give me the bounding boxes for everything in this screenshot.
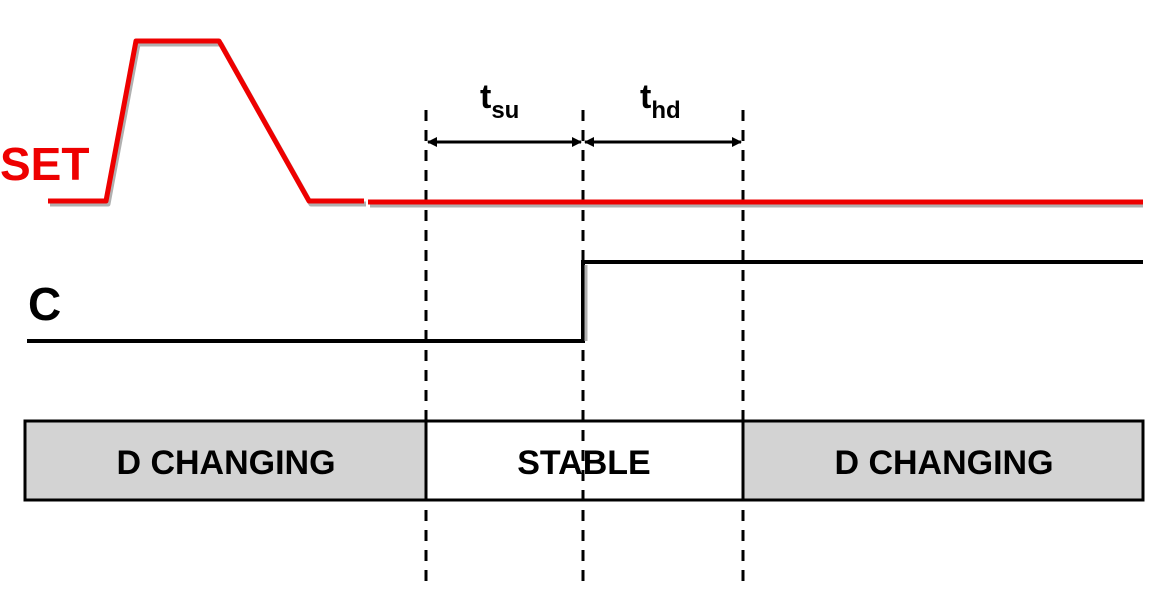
set-signal-pulse bbox=[48, 38, 364, 204]
setup-time-sub: su bbox=[491, 97, 519, 124]
set-signal bbox=[48, 38, 1143, 208]
hold-time-main: t bbox=[640, 78, 651, 116]
setup-time-main: t bbox=[480, 78, 491, 116]
hold-time-sub: hd bbox=[651, 97, 680, 124]
reference-lines bbox=[424, 110, 745, 585]
set-signal-shadow bbox=[50, 41, 366, 207]
data-segment-changing-left bbox=[23, 419, 428, 502]
clock-signal-label: C bbox=[28, 278, 61, 330]
set-signal-label: SET bbox=[0, 138, 89, 190]
data-segment-label-left: D CHANGING bbox=[116, 444, 335, 482]
hold-time-label: thd bbox=[640, 78, 681, 124]
setup-time-label: tsu bbox=[480, 78, 519, 124]
clock-signal bbox=[27, 260, 1143, 343]
data-segment-label-right: D CHANGING bbox=[834, 444, 1053, 482]
data-segment-label-stable: STABLE bbox=[517, 444, 650, 482]
data-segment-changing-right bbox=[741, 419, 1145, 502]
